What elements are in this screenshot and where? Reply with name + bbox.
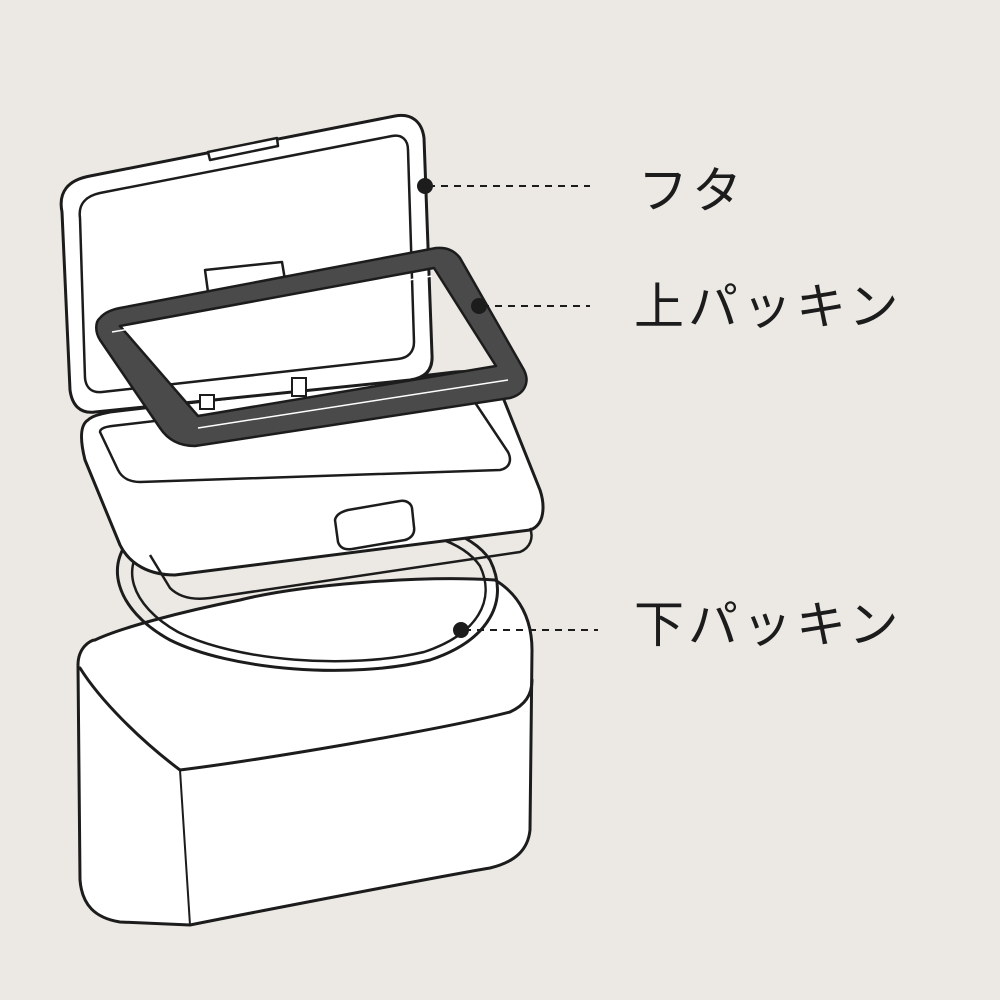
upper-gasket-highlight — [111, 275, 509, 429]
container-body-corner-line — [179, 769, 191, 926]
middle-frame-lower-edge — [148, 527, 533, 600]
leader-dots — [417, 178, 487, 638]
lower-gasket-outer — [115, 518, 499, 672]
lid-latch — [206, 136, 280, 162]
middle-frame-tab — [333, 499, 416, 551]
leader-lines — [428, 185, 598, 631]
label-upper-gasket: 上パッキン — [634, 278, 903, 336]
label-lower-gasket: 下パッキン — [634, 596, 903, 654]
lid — [59, 113, 434, 414]
leader-dot-lower-gasket — [453, 622, 469, 638]
container-body-rim-line — [78, 666, 534, 772]
lid-inner — [78, 134, 416, 394]
upper-gasket — [95, 246, 528, 448]
clip-right — [291, 377, 307, 397]
label-lid: フタ — [638, 162, 746, 220]
clip-left — [199, 394, 215, 410]
leader-dot-upper-gasket — [471, 298, 487, 314]
lower-gasket-inner — [131, 528, 487, 663]
lower-gasket — [115, 518, 499, 672]
leader-dot-lid — [417, 178, 433, 194]
upper-gasket-band — [95, 246, 528, 448]
middle-frame-clips — [199, 377, 307, 410]
container-body — [76, 577, 534, 927]
